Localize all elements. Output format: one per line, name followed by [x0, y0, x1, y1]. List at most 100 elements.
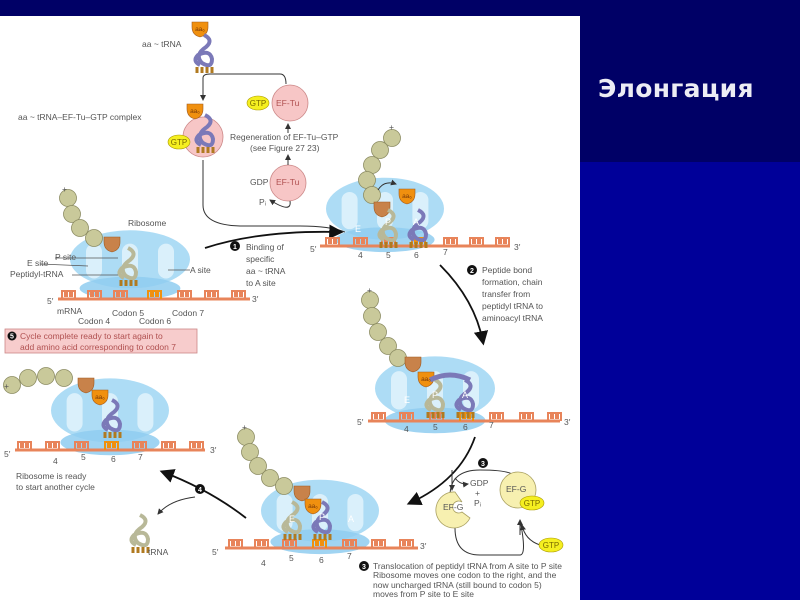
amino-acid-bead [383, 129, 401, 147]
svg-text:5: 5 [10, 334, 14, 341]
codon [443, 237, 458, 246]
amino-acid-residue [373, 201, 391, 218]
amino-acid-bead [379, 337, 397, 355]
svg-text:GTP: GTP [543, 541, 559, 550]
svg-text:5′: 5′ [212, 547, 219, 557]
codon [325, 237, 340, 246]
pi-label: Pᵢ [259, 197, 266, 207]
amino-acid-residue [91, 389, 109, 406]
arrow [157, 496, 196, 515]
svg-text:4: 4 [53, 456, 58, 466]
amino-acid-bead [19, 369, 37, 387]
amino-acid-bead [241, 443, 259, 461]
five-prime-label: 5′ [47, 296, 54, 306]
amino-acid-bead [363, 307, 381, 325]
codon [342, 539, 357, 548]
eftu-gdp-label: EF-Tu [276, 177, 300, 187]
svg-text:+: + [475, 488, 480, 498]
svg-text:4: 4 [404, 424, 409, 434]
amino-acid-bead [358, 171, 376, 189]
arrow [454, 477, 469, 488]
trna [407, 208, 429, 243]
ef-g-cycle: 3 GDP + Pᵢ EF-G EF-G GTP GTP [443, 458, 559, 550]
svg-text:3′: 3′ [514, 242, 521, 252]
svg-text:peptidyl tRNA to: peptidyl tRNA to [482, 301, 543, 311]
aa-label: aa₆ [402, 193, 412, 200]
codon [17, 441, 32, 450]
svg-text:P: P [432, 390, 438, 400]
amino-acid-residue [186, 103, 204, 120]
svg-text:specific: specific [246, 254, 275, 264]
released-trna-label: tRNA [148, 547, 169, 557]
amino-acid-residue [398, 188, 416, 205]
svg-text:A: A [348, 514, 354, 524]
trna [193, 33, 215, 68]
svg-text:5: 5 [386, 250, 391, 260]
svg-text:5′: 5′ [357, 417, 364, 427]
trna [424, 378, 446, 413]
svg-text:7: 7 [489, 420, 494, 430]
amino-acid-bead [63, 205, 81, 223]
ef-g-cycle-line [454, 519, 524, 556]
ribosome-site-pocket [86, 243, 102, 279]
ef-tu-gtp [271, 84, 309, 122]
svg-text:+: + [389, 122, 394, 132]
svg-text:3: 3 [362, 564, 366, 571]
three-prime-label: 3′ [252, 294, 259, 304]
svg-text:3′: 3′ [420, 541, 427, 551]
arrow [439, 264, 489, 346]
label-leader [39, 263, 89, 267]
svg-text:5′: 5′ [310, 244, 317, 254]
trna-anticodon [283, 534, 302, 540]
trna [194, 113, 216, 148]
codon [113, 290, 128, 299]
svg-text:4: 4 [261, 558, 266, 568]
codon [87, 290, 102, 299]
svg-text:GDP: GDP [470, 478, 489, 488]
svg-text:A: A [462, 390, 468, 400]
codon [495, 237, 510, 246]
codon [147, 290, 162, 299]
ribosome-label: Ribosome [128, 218, 167, 228]
aa-label: aa₆ [195, 26, 205, 33]
svg-text:E: E [404, 395, 410, 405]
aa-label: aa₆ [308, 503, 318, 510]
ribosome-site-pocket [158, 243, 174, 279]
gdp-label: GDP [250, 177, 269, 187]
svg-text:formation, chain: formation, chain [482, 277, 543, 287]
step-4: 4 tRNA [148, 484, 205, 557]
gtp-badge [519, 495, 545, 511]
mrna-label: mRNA [57, 306, 82, 316]
svg-text:add amino acid corresponding t: add amino acid corresponding to codon 7 [20, 342, 176, 352]
svg-text:+: + [242, 422, 247, 432]
binding-line [202, 160, 346, 233]
aa-label: aa₆ [421, 376, 431, 383]
amino-acid-bead [71, 219, 89, 237]
codon [353, 237, 368, 246]
svg-text:+: + [367, 285, 372, 295]
codon [228, 539, 243, 548]
amino-acid-residue [304, 498, 322, 515]
trna-anticodon [119, 280, 138, 286]
svg-text:4: 4 [198, 487, 202, 494]
scene-labels: 5′ 3′ 4 5 6 7 E P A + 5′ 3′ 4 5 6 7 E P … [4, 122, 571, 568]
aa-label: aa₆ [190, 108, 200, 115]
svg-text:A: A [413, 217, 419, 227]
trna-anticodon [379, 242, 398, 248]
arrow [377, 179, 397, 191]
svg-text:Cycle complete ready to start: Cycle complete ready to start again to [20, 331, 163, 341]
svg-text:transfer from: transfer from [482, 289, 530, 299]
svg-text:7: 7 [138, 452, 143, 462]
arrow [520, 524, 541, 546]
svg-text:Ribosome moves one codon to th: Ribosome moves one codon to the right, a… [373, 570, 557, 580]
amino-acid-bead [275, 477, 293, 495]
trna [117, 246, 139, 281]
svg-text:3′: 3′ [210, 445, 217, 455]
a-site-label: A site [190, 265, 211, 275]
arrow [204, 224, 344, 249]
peptidyl-trna-label: Peptidyl-tRNA [10, 269, 64, 279]
trna [377, 208, 399, 243]
aa-trna-label: aa ~ tRNA [142, 39, 182, 49]
slide-title: Элонгация [598, 74, 754, 103]
